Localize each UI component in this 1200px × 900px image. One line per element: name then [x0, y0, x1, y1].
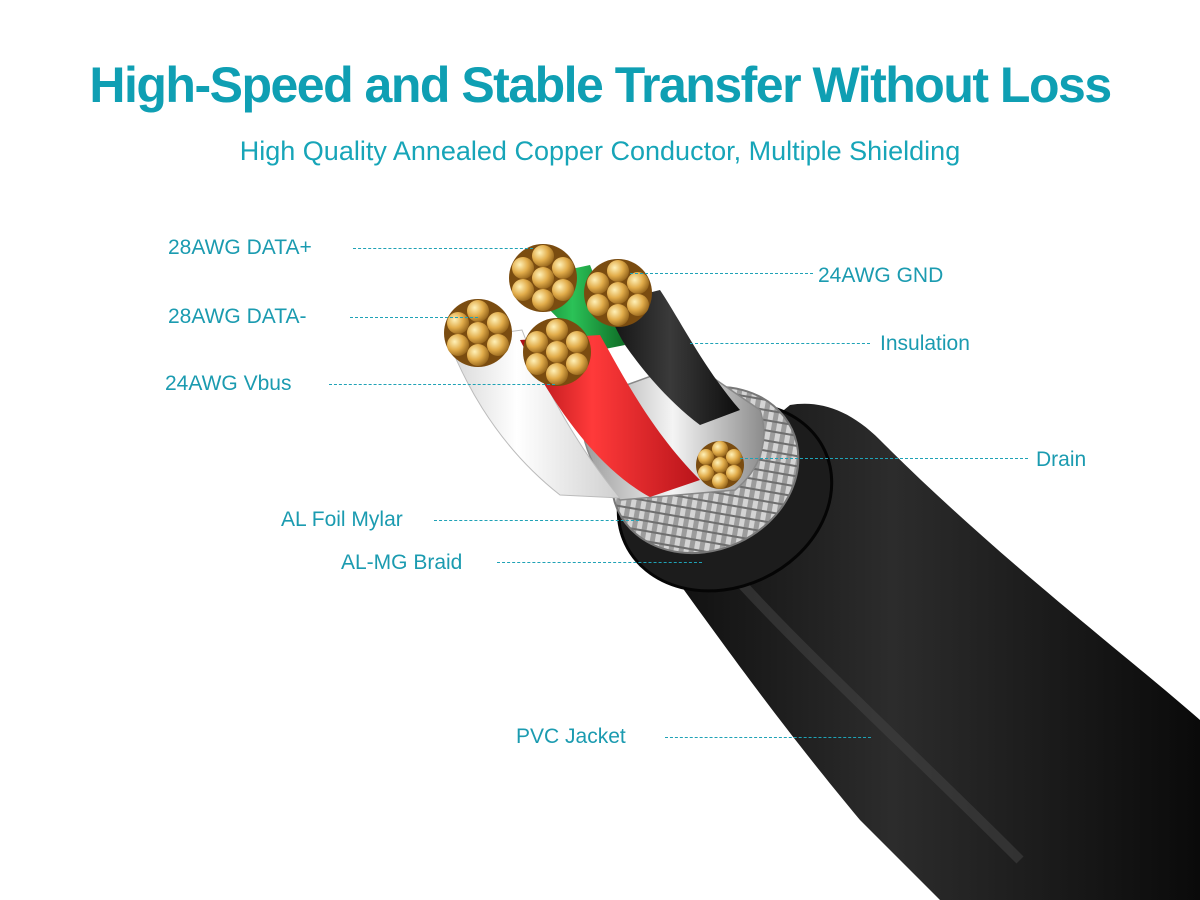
leader-braid: [497, 562, 702, 563]
leader-drain: [740, 458, 1028, 459]
label-foil: AL Foil Mylar: [281, 508, 403, 531]
label-data-minus: 28AWG DATA-: [168, 305, 307, 328]
page-subtitle: High Quality Annealed Copper Conductor, …: [239, 136, 961, 166]
copper-conductor-gnd: [584, 259, 652, 327]
label-braid: AL-MG Braid: [341, 551, 463, 574]
leader-data-plus: [353, 248, 533, 249]
leader-insulation: [690, 343, 870, 344]
label-data-plus: 28AWG DATA+: [168, 236, 312, 259]
leader-foil: [434, 520, 639, 521]
leader-jacket: [665, 737, 871, 738]
leader-data-minus: [350, 317, 478, 318]
copper-conductor-vbus: [523, 318, 591, 386]
label-jacket: PVC Jacket: [516, 725, 626, 748]
label-drain: Drain: [1036, 448, 1087, 471]
copper-drain-wire: [696, 441, 744, 489]
page-title: High-Speed and Stable Transfer Without L…: [89, 57, 1112, 113]
label-insulation: Insulation: [880, 332, 970, 355]
copper-conductor-data-minus: [444, 299, 512, 367]
leader-gnd: [630, 273, 813, 274]
label-gnd: 24AWG GND: [818, 264, 944, 287]
leader-vbus: [329, 384, 555, 385]
black-wire: [600, 290, 740, 425]
copper-conductor-data-plus: [509, 244, 577, 312]
label-vbus: 24AWG Vbus: [165, 372, 292, 395]
